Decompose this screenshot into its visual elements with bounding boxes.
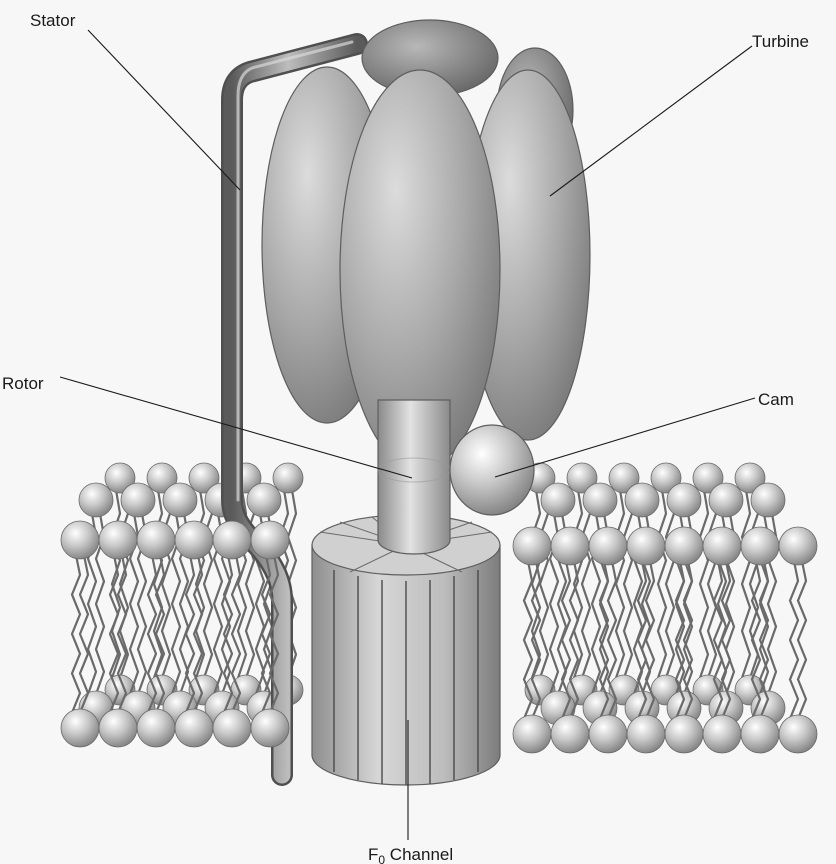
lipid-head [137,521,175,559]
lipid-head [251,521,289,559]
rotor [378,400,450,554]
lipid-tail [574,490,582,678]
lipid-tail [700,490,708,678]
lipid-tail [624,490,632,678]
lipid-head [625,483,659,517]
f0-channel-label-main: F [368,845,378,864]
lipid-head [741,715,779,753]
lipid-tail [80,555,88,713]
rotor-label: Rotor [2,374,44,393]
lipid-head [627,527,665,565]
lipid-head [541,483,575,517]
lipid-tail [204,490,212,678]
cam [450,425,534,515]
lipid-head [251,709,289,747]
lipid-head [513,715,551,753]
lipid-head [665,527,703,565]
lipid-head [551,715,589,753]
stator-leader [88,30,240,190]
lipid-head [137,709,175,747]
lipid-head [513,527,551,565]
lipid-head [163,483,197,517]
lipid-head [247,483,281,517]
lipid-head [583,483,617,517]
stator-label: Stator [30,11,76,30]
turbine-leader [550,46,752,196]
lipid-tail [658,490,666,678]
lipid-head [213,521,251,559]
f0-channel-label: F0 Channel [368,845,453,864]
lipid-head [589,527,627,565]
lipid-head [61,521,99,559]
lipid-head [709,483,743,517]
lipid-head [175,709,213,747]
lipid-tail [582,490,590,678]
lipid-tail [790,561,798,719]
lipid-tail [798,561,806,719]
cam-label: Cam [758,390,794,409]
lipid-head [213,709,251,747]
lipid-tail [72,555,80,713]
lipid-tail [742,490,750,678]
lipid-head [703,527,741,565]
lipid-head [121,483,155,517]
f0-channel [312,515,500,785]
lipid-head [175,521,213,559]
lipid-head [667,483,701,517]
lipid-head [99,709,137,747]
lipid-tail [616,490,624,678]
lipid-tail [540,490,548,678]
lipid-head [99,521,137,559]
lipid-head [741,527,779,565]
lipid-head [627,715,665,753]
lipid-head [551,527,589,565]
turbine-label: Turbine [752,32,809,51]
lipid-head [665,715,703,753]
lipid-tail [666,490,674,678]
lipid-tail [708,490,716,678]
lipid-head [79,483,113,517]
lipid-head [589,715,627,753]
lipid-head [273,463,303,493]
lipid-head [703,715,741,753]
lipid-head [751,483,785,517]
f0-channel-label-rest: Channel [385,845,453,864]
lipid-head [61,709,99,747]
lipid-head [779,527,817,565]
lipid-head [779,715,817,753]
